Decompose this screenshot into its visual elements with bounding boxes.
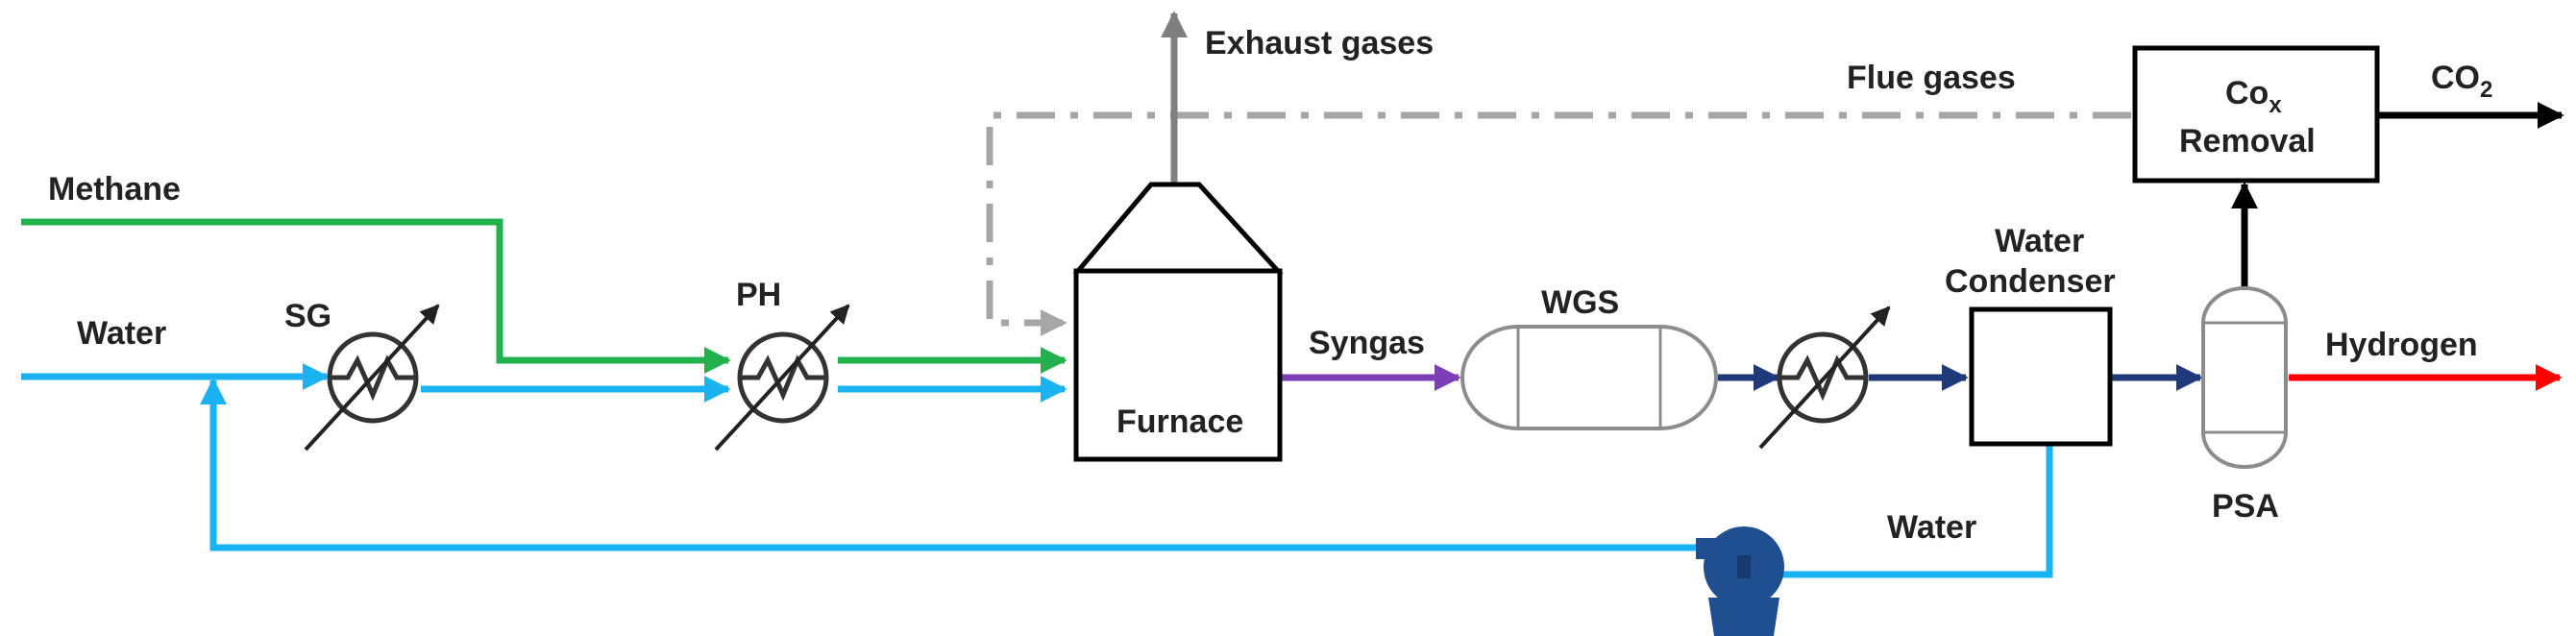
cox-removal-unit [2132,45,2380,183]
methane-label: Methane [48,171,181,208]
psa-label: PSA [2212,488,2279,525]
water-condenser-unit [1969,306,2113,447]
wgs-reactor [1460,325,1718,430]
condenser-label-line1: Water [1995,223,2084,259]
furnace-label: Furnace [1116,404,1243,440]
co2-label-sub: 2 [2480,77,2492,103]
co2-label: CO2 [2431,60,2492,103]
flue-gas-stream [986,111,2131,336]
pump-icon [1696,526,1784,636]
sg-label: SG [284,298,331,334]
cox-label-main: Co [2225,75,2269,111]
hydrogen-label: Hydrogen [2325,327,2478,363]
water-out-label: Water [1887,509,1976,546]
furnace-hood [1072,182,1284,274]
furnace-unit [1072,182,1284,462]
exhaust-label: Exhaust gases [1205,25,1434,61]
cox-label: Cox [2225,75,2282,118]
heat-exchanger-icon [1758,306,1891,450]
syngas-label: Syngas [1309,325,1425,361]
cox-label-sub: x [2269,92,2282,118]
co2-label-main: CO [2431,60,2480,96]
removal-label: Removal [2179,123,2316,159]
flue-gases-label: Flue gases [1847,60,2016,96]
water-recycle-stream-return [200,378,1701,551]
furnace-body [1073,268,1283,462]
methane-stream [21,218,731,374]
psa-column [2201,286,2288,469]
heat-exchanger-icon [304,304,440,452]
ph-label: PH [736,277,781,313]
condenser-label-line2: Condenser [1945,263,2116,300]
water-in-label: Water [77,315,166,352]
water-recycle-stream [1730,444,2053,578]
heat-exchanger-icon [714,304,850,452]
wgs-label: WGS [1541,284,1619,321]
